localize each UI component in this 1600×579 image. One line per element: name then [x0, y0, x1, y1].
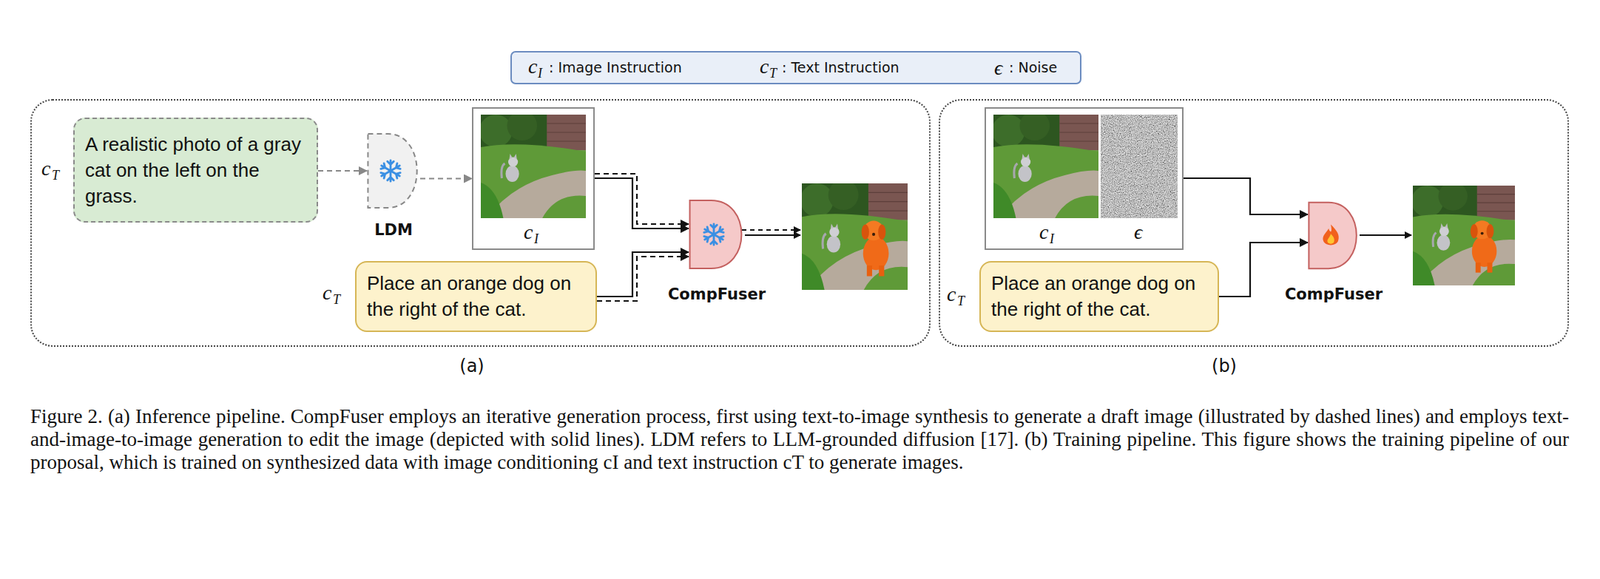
output-arrow — [1359, 234, 1412, 236]
panel-label: (a) — [459, 357, 484, 376]
panel: (a)A realistic photo of a gray cat on th… — [30, 99, 931, 347]
connector-line — [420, 177, 472, 180]
prompt-text: A realistic photo of a gray cat on the l… — [85, 131, 307, 210]
instruction-box: Place an orange dog on the right of the … — [979, 261, 1220, 333]
model-icon — [1318, 223, 1344, 249]
subscript: I — [534, 232, 539, 246]
legend-box: cI: Image InstructioncT: Text Instructio… — [510, 51, 1082, 85]
connector-line — [594, 173, 689, 225]
symbol: c — [1039, 221, 1049, 243]
connector — [1183, 178, 1308, 215]
image-frame: cI — [471, 107, 595, 251]
compfuser-model: CompFuser — [688, 198, 745, 270]
connector — [318, 170, 367, 172]
model-icon — [377, 158, 404, 184]
symbol-label: c — [946, 284, 956, 305]
image-frame: cIϵ — [984, 107, 1184, 251]
symbol: ϵ — [994, 57, 1003, 79]
panel-label: (b) — [1211, 357, 1237, 376]
panel: (b)cIϵPlace an orange dog on the right o… — [938, 99, 1569, 347]
subscript: I — [537, 66, 543, 80]
subscript: I — [1049, 232, 1055, 246]
ldm-model: LDM — [366, 132, 421, 210]
symbol: c — [523, 221, 533, 243]
image-thumbnail — [480, 114, 586, 219]
legend-text: : Noise — [1008, 60, 1058, 75]
compfuser-model: CompFuser — [1307, 201, 1360, 270]
text-prompt-box: A realistic photo of a gray cat on the l… — [73, 117, 319, 223]
instruction-text: Place an orange dog on the right of the … — [366, 270, 586, 323]
symbol-label: T — [957, 294, 965, 308]
output-arrow-dashed — [741, 229, 801, 231]
connector — [594, 173, 689, 229]
connector-line — [1183, 178, 1308, 215]
symbol-label: T — [51, 168, 60, 182]
symbol: c — [759, 56, 769, 77]
instruction-box: Place an orange dog on the right of the … — [355, 261, 597, 333]
subscript: T — [769, 66, 777, 80]
legend-text: : Text Instruction — [781, 60, 900, 75]
image-thumbnail — [993, 114, 1099, 219]
symbol-label: c — [322, 282, 332, 304]
instruction-text: Place an orange dog on the right of the … — [991, 270, 1208, 323]
legend-text: : Image Instruction — [548, 60, 683, 75]
connector-line — [594, 178, 689, 229]
model-name: CompFuser — [667, 287, 766, 303]
model-name: LDM — [374, 222, 413, 239]
output-image — [800, 179, 908, 290]
symbol: ϵ — [1133, 221, 1143, 243]
d-shape — [688, 198, 745, 270]
model-name: CompFuser — [1284, 287, 1383, 303]
model-icon — [701, 221, 727, 248]
connector — [420, 178, 472, 180]
output-arrow — [744, 234, 801, 236]
d-shape — [366, 132, 421, 210]
symbol-label: T — [332, 292, 341, 307]
symbol: c — [528, 56, 538, 77]
figure-caption: Figure 2. (a) Inference pipeline. CompFu… — [30, 405, 1569, 475]
output-image — [1411, 181, 1515, 286]
image-thumbnail — [1100, 114, 1178, 219]
connector-line — [318, 170, 367, 172]
symbol-label: c — [41, 158, 51, 180]
